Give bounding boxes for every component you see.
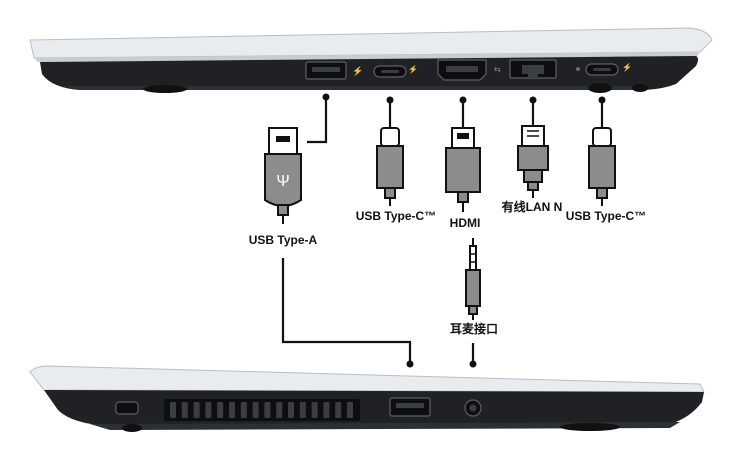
vent-slat bbox=[193, 402, 200, 418]
audio-jack-cable bbox=[465, 238, 481, 320]
vent-slat bbox=[229, 402, 235, 418]
usb-symbol-icon: ⚡ bbox=[352, 65, 363, 77]
laptop-left-side-view bbox=[29, 365, 705, 432]
hdmi-port: ⇆ bbox=[437, 59, 501, 81]
label-usb-type-c-2: USB Type-C™ bbox=[566, 209, 646, 223]
label-usb-type-a: USB Type-A bbox=[249, 233, 318, 247]
usb-c-cable-2 bbox=[588, 127, 616, 206]
vent-slat bbox=[264, 402, 271, 418]
hdmi-symbol-icon: ⇆ bbox=[494, 65, 501, 74]
vent-slat bbox=[240, 402, 247, 418]
thunderbolt-icon: ⚡ bbox=[408, 64, 418, 74]
vent-grille bbox=[164, 399, 360, 421]
label-lan: 有线LAN N bbox=[502, 199, 563, 214]
vent-slat bbox=[170, 402, 176, 418]
laptop-right-side-view: ⚡ ⚡ ⇆ ⚡ bbox=[29, 27, 713, 93]
security-slot bbox=[115, 401, 139, 415]
thunderbolt-icon: ⚡ bbox=[622, 62, 632, 72]
vent-slat bbox=[347, 402, 353, 418]
usb-a-port-left bbox=[389, 397, 431, 417]
lan-cable bbox=[517, 125, 549, 198]
lan-port bbox=[509, 59, 557, 79]
connector-dots bbox=[322, 93, 606, 368]
vent-slat bbox=[181, 402, 188, 418]
connector-lines bbox=[281, 97, 604, 362]
status-led bbox=[576, 67, 580, 71]
vent-slat bbox=[276, 402, 283, 418]
usb-c-cable-1 bbox=[376, 127, 404, 206]
vent-slat bbox=[311, 402, 318, 418]
usb-c-port-2: ⚡ bbox=[585, 62, 632, 76]
vent-slat bbox=[288, 402, 294, 418]
usb-c-port-1: ⚡ bbox=[373, 64, 418, 78]
vent-slat bbox=[299, 402, 306, 418]
vent-slat bbox=[335, 402, 342, 418]
usb-symbol-icon: Ψ bbox=[276, 173, 289, 190]
label-usb-type-c-1: USB Type-C™ bbox=[356, 209, 436, 223]
audio-jack-port bbox=[464, 399, 482, 417]
usb-a-port: ⚡ bbox=[305, 61, 363, 80]
vent-slat bbox=[217, 402, 224, 418]
vent-slat bbox=[323, 402, 330, 418]
hdmi-cable bbox=[445, 127, 481, 212]
vent-slat bbox=[252, 402, 259, 418]
label-audio-jack: 耳麦接口 bbox=[450, 321, 498, 336]
vent-slat bbox=[205, 402, 212, 418]
label-hdmi: HDMI bbox=[450, 216, 481, 230]
usb-a-cable: Ψ bbox=[264, 127, 302, 224]
